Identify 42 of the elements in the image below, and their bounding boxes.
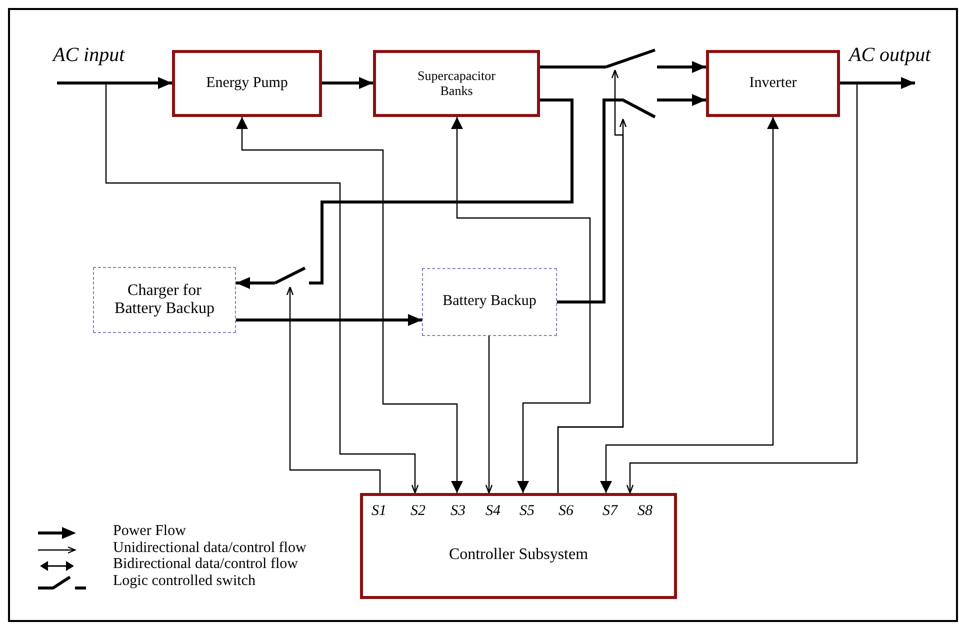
control-line — [236, 117, 463, 493]
power-flow-arrow — [57, 77, 172, 89]
switch-symbol — [620, 97, 657, 119]
block-label: Charger for Battery Backup — [114, 282, 216, 318]
system-block — [172, 50, 322, 117]
control-line — [105, 83, 419, 494]
block-label: Battery Backup — [442, 293, 536, 311]
legend-label: Logic controlled switch — [113, 573, 256, 590]
power-flow-arrow — [657, 94, 706, 106]
power-flow-arrow — [236, 314, 422, 326]
legend-label: Bidirectional data/control flow — [113, 556, 298, 573]
control-line — [600, 117, 779, 493]
switch-symbol — [606, 48, 657, 70]
port-label: S3 — [450, 503, 466, 520]
block-label: Controller Subsystem — [448, 546, 590, 564]
power-flow-arrow — [840, 77, 915, 89]
port-label: S8 — [638, 503, 652, 520]
io-label: AC output — [849, 44, 931, 67]
port-label: S6 — [558, 503, 574, 520]
block-label: Inverter — [749, 74, 797, 92]
system-block — [373, 50, 540, 117]
port-label: S1 — [372, 503, 386, 520]
system-block — [706, 50, 840, 117]
dashed-block — [422, 268, 557, 336]
control-line — [485, 336, 493, 494]
power-flow-arrow — [236, 277, 275, 289]
power-flow-arrow — [657, 61, 706, 73]
block-label: Energy Pump — [206, 74, 288, 92]
dashed-block — [93, 267, 236, 333]
control-line — [451, 117, 591, 493]
port-label: S5 — [520, 503, 534, 520]
block-label: Supercapacitor Banks — [416, 68, 496, 98]
control-line — [626, 82, 858, 494]
power-flow-arrow — [322, 77, 373, 89]
port-label: S7 — [602, 503, 618, 520]
control-line — [286, 286, 381, 493]
legend-label: Unidirectional data/control flow — [113, 540, 306, 557]
system-block — [360, 493, 677, 599]
io-label: AC input — [53, 44, 125, 67]
port-label: S2 — [410, 503, 426, 520]
legend-label: Power Flow — [113, 523, 186, 540]
port-label: S4 — [486, 503, 500, 520]
